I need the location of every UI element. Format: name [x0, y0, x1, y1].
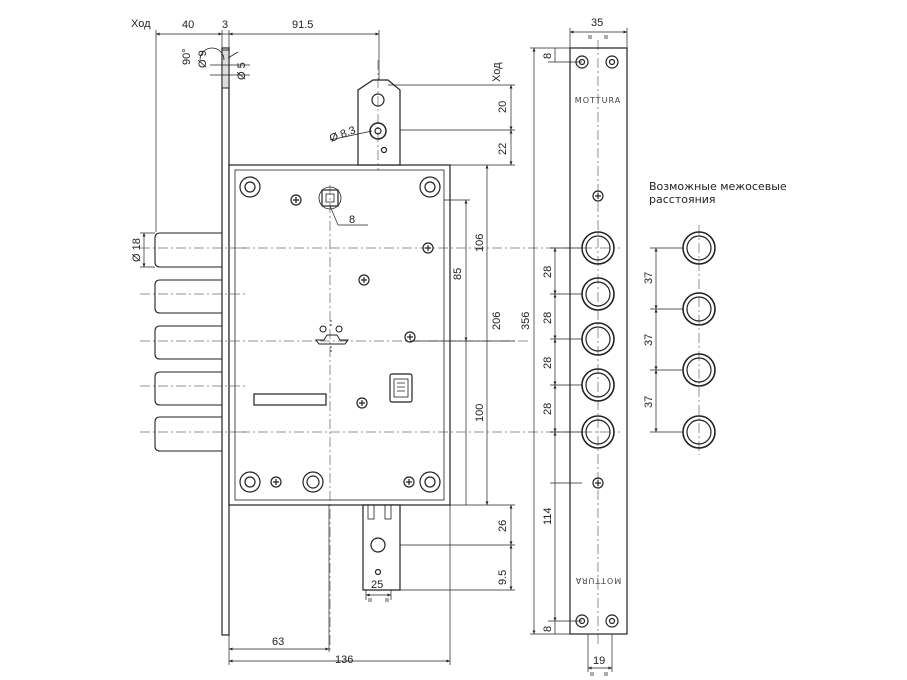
symmetry-marks — [368, 35, 608, 676]
dimension-labels: Ход 40 3 91.5 35 90° Ø 9 Ø 5 Ход Ø 8.3 8… — [131, 17, 655, 667]
dim-22: 22 — [497, 143, 509, 155]
brand-top: MOTTURA — [575, 96, 621, 105]
dim-20: 20 — [497, 101, 509, 113]
dim-37-1: 37 — [643, 272, 655, 284]
dim-8-bottom: 8 — [542, 626, 554, 632]
deadbolt — [154, 279, 222, 314]
dim-35: 35 — [591, 17, 603, 29]
dim-3: 3 — [222, 19, 228, 31]
deadbolt — [154, 232, 222, 268]
stroke-label-top: Ход — [131, 18, 151, 30]
note-line-1: Возможные межосевые — [649, 180, 787, 193]
alt-spacing-note: Возможные межосевые расстояния — [649, 180, 819, 206]
dim-25: 25 — [371, 579, 383, 591]
dim-19: 19 — [593, 655, 605, 667]
dim-8-top: 8 — [542, 53, 554, 59]
corner-screw — [419, 471, 441, 493]
cross-screw — [403, 476, 415, 488]
dia-5: Ø 5 — [236, 62, 248, 80]
corner-screw — [419, 176, 441, 198]
dim-40: 40 — [182, 19, 194, 31]
cross-screw — [290, 194, 302, 206]
corner-screw — [239, 471, 261, 493]
dim-206: 206 — [491, 312, 503, 330]
dim-37-3: 37 — [643, 396, 655, 408]
deadbolt — [154, 371, 222, 406]
dim-37-2: 37 — [643, 334, 655, 346]
angle-90: 90° — [181, 48, 193, 65]
dim-28-2: 28 — [542, 312, 554, 324]
dim-28-3: 28 — [542, 357, 554, 369]
brand-bottom: MOTTURA — [575, 576, 621, 585]
plate-hole — [605, 55, 619, 69]
dim-91-5: 91.5 — [292, 19, 313, 31]
bottom-bracket-hole — [370, 537, 386, 553]
lock-case — [228, 164, 451, 506]
corner-screw — [239, 176, 261, 198]
lock-body — [221, 47, 451, 636]
dia-18: Ø 18 — [131, 238, 143, 262]
cross-screw — [270, 476, 282, 488]
dim-106: 106 — [474, 234, 486, 252]
dimensions — [140, 28, 700, 672]
plate-hole — [605, 614, 619, 628]
top-pin-detail — [199, 47, 250, 89]
lock-case-inner — [234, 169, 445, 501]
dim-85: 85 — [452, 268, 464, 280]
dia-9: Ø 9 — [197, 50, 209, 68]
cylinder-block — [389, 373, 413, 403]
dim-26: 26 — [497, 520, 509, 532]
dim-63: 63 — [272, 636, 284, 648]
dim-28-4: 28 — [542, 403, 554, 415]
strike-plate — [569, 47, 628, 635]
dim-28-1: 28 — [542, 266, 554, 278]
dia-8-3: Ø 8.3 — [328, 124, 357, 144]
keyhole — [315, 325, 349, 345]
deadbolt — [154, 325, 222, 360]
dim-100: 100 — [474, 404, 486, 422]
dim-356: 356 — [520, 312, 532, 330]
latch-slot — [253, 393, 327, 406]
note-line-2: расстояния — [649, 193, 716, 206]
cross-screw — [358, 274, 370, 286]
round-button — [302, 471, 324, 493]
dim-9-5: 9.5 — [497, 570, 509, 585]
faceplate — [221, 47, 230, 636]
dim-114: 114 — [542, 507, 554, 525]
cross-screw — [356, 397, 368, 409]
square-8: 8 — [349, 214, 355, 226]
bottom-bracket — [362, 504, 401, 591]
deadbolt — [154, 416, 222, 452]
cross-screw — [404, 331, 416, 343]
dim-136: 136 — [335, 654, 353, 666]
stroke-label-side: Ход — [491, 62, 503, 82]
